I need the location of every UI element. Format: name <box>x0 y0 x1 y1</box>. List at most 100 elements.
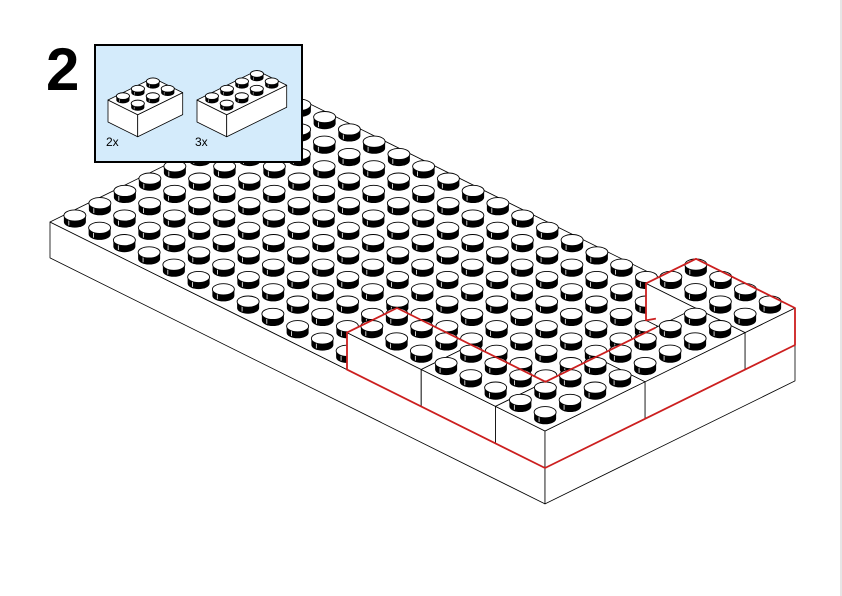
parts-callout: 2x 3x <box>94 44 303 163</box>
stud-top <box>234 92 249 100</box>
stud <box>237 197 261 216</box>
stud <box>162 234 186 253</box>
stud-top <box>535 270 559 284</box>
stud <box>708 320 732 339</box>
stud <box>485 270 509 290</box>
stud-top <box>204 92 219 100</box>
stud <box>237 172 261 191</box>
stud-top <box>708 320 732 333</box>
stud <box>361 283 385 302</box>
stud <box>510 307 534 326</box>
stud-top <box>262 184 286 197</box>
stud-top <box>608 344 632 357</box>
callout-parts <box>107 70 288 138</box>
stud-top <box>361 234 385 247</box>
stud-top <box>387 172 411 185</box>
stud <box>237 246 261 265</box>
stud-top <box>236 295 260 308</box>
stud <box>145 92 160 104</box>
part-count-2x4: 3x <box>195 135 208 149</box>
stud <box>113 209 137 228</box>
callout-brick-2x3 <box>107 77 184 138</box>
stud <box>162 258 186 277</box>
stud-top <box>485 270 509 284</box>
stud-top <box>162 234 186 247</box>
stud <box>410 283 434 302</box>
stud <box>261 307 285 326</box>
stud-top <box>219 84 234 93</box>
stud <box>436 221 460 240</box>
stud-top <box>683 307 707 320</box>
stud <box>160 84 175 96</box>
stud <box>262 209 286 228</box>
stud-top <box>361 283 385 296</box>
stud-top <box>212 258 236 271</box>
stud <box>88 221 112 240</box>
stud-top <box>585 246 609 259</box>
stud-top <box>436 197 460 210</box>
stud-top <box>559 307 583 320</box>
stud <box>234 92 249 104</box>
stud <box>361 258 385 277</box>
stud-top <box>162 258 186 271</box>
stud-top <box>385 307 409 320</box>
stud <box>313 111 337 130</box>
stud-top <box>509 369 533 382</box>
stud <box>213 160 237 179</box>
stud <box>461 184 485 203</box>
stud <box>336 270 360 290</box>
stud <box>460 258 484 277</box>
new-parts-highlight-outline <box>346 257 796 469</box>
stud-top <box>486 221 510 234</box>
stud <box>286 320 310 339</box>
stud-top <box>460 307 484 320</box>
stud-top <box>237 172 261 185</box>
stud <box>310 332 334 351</box>
stud-top <box>436 172 460 185</box>
stud <box>485 295 509 314</box>
stud <box>336 246 360 265</box>
stud-top <box>337 123 361 136</box>
stud-top <box>659 270 683 283</box>
stud <box>138 197 162 216</box>
stud <box>362 184 386 203</box>
stud <box>336 221 360 240</box>
stud <box>219 99 234 111</box>
stud-top <box>362 135 386 148</box>
stud <box>486 221 510 240</box>
stud <box>558 393 582 412</box>
stud-top <box>160 84 175 93</box>
stud-top <box>411 209 435 222</box>
stud <box>163 184 187 203</box>
stud <box>88 197 112 216</box>
stud <box>608 369 632 388</box>
stud <box>411 258 435 277</box>
stud <box>560 283 584 302</box>
stud <box>435 270 459 290</box>
stud <box>509 332 533 351</box>
stud <box>112 234 136 253</box>
stud <box>708 295 732 314</box>
stud <box>460 283 484 302</box>
stud-top <box>535 295 559 308</box>
stud <box>435 295 459 314</box>
stud-top <box>113 209 137 222</box>
stud-top <box>187 246 211 259</box>
stud-top <box>434 356 458 370</box>
stud-top <box>508 393 532 406</box>
stud <box>337 147 361 167</box>
stud <box>533 381 557 400</box>
stud-top <box>584 295 608 308</box>
stud <box>137 246 161 265</box>
stud-top <box>658 344 682 357</box>
stud <box>609 283 633 302</box>
stud-top <box>145 77 160 86</box>
stud-top <box>138 172 162 185</box>
stud <box>559 332 583 351</box>
stud-top <box>436 221 460 234</box>
stud-top <box>287 172 311 185</box>
stud <box>261 283 285 302</box>
stud-top <box>585 270 609 284</box>
stud-top <box>510 283 534 296</box>
stud <box>733 307 757 326</box>
